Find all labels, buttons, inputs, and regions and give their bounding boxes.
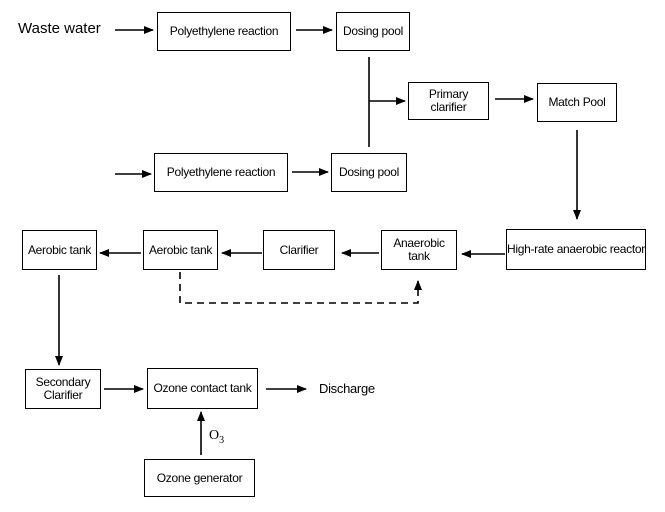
node-dosing-pool-2: Dosing pool xyxy=(331,153,407,192)
ozone-o3-label: O3 xyxy=(209,428,224,446)
node-aerobic-tank-2: Aerobic tank xyxy=(22,230,97,270)
node-anaerobic-tank: Anaerobic tank xyxy=(381,230,457,270)
ozone-subscript: 3 xyxy=(219,434,225,446)
secondary-clarifier-line2: Clarifier xyxy=(43,388,83,402)
node-ozone-contact-tank: Ozone contact tank xyxy=(147,368,258,409)
node-clarifier: Clarifier xyxy=(263,230,335,270)
ozone-symbol: O xyxy=(209,428,220,443)
node-dosing-pool-1: Dosing pool xyxy=(336,12,410,51)
dashed-return-aerobic-to-anaerobic xyxy=(179,272,422,304)
node-aerobic-tank-1: Aerobic tank xyxy=(143,230,218,270)
node-secondary-clarifier: Secondary Clarifier xyxy=(25,369,101,409)
waste-water-label: Waste water xyxy=(18,20,101,37)
node-ozone-generator: Ozone generator xyxy=(144,459,255,497)
primary-clarifier-line1: Primary xyxy=(428,87,469,101)
node-high-rate-anaerobic-reactor: High-rate anaerobic reactor xyxy=(506,229,646,270)
primary-clarifier-line2: clarifier xyxy=(430,100,467,114)
node-match-pool: Match Pool xyxy=(537,83,617,122)
secondary-clarifier-line1: Secondary xyxy=(35,375,91,389)
node-polyethylene-reaction-2: Polyethylene reaction xyxy=(154,153,288,192)
node-primary-clarifier: Primary clarifier xyxy=(408,82,489,120)
discharge-label: Discharge xyxy=(319,381,375,396)
node-polyethylene-reaction-1: Polyethylene reaction xyxy=(157,12,291,51)
